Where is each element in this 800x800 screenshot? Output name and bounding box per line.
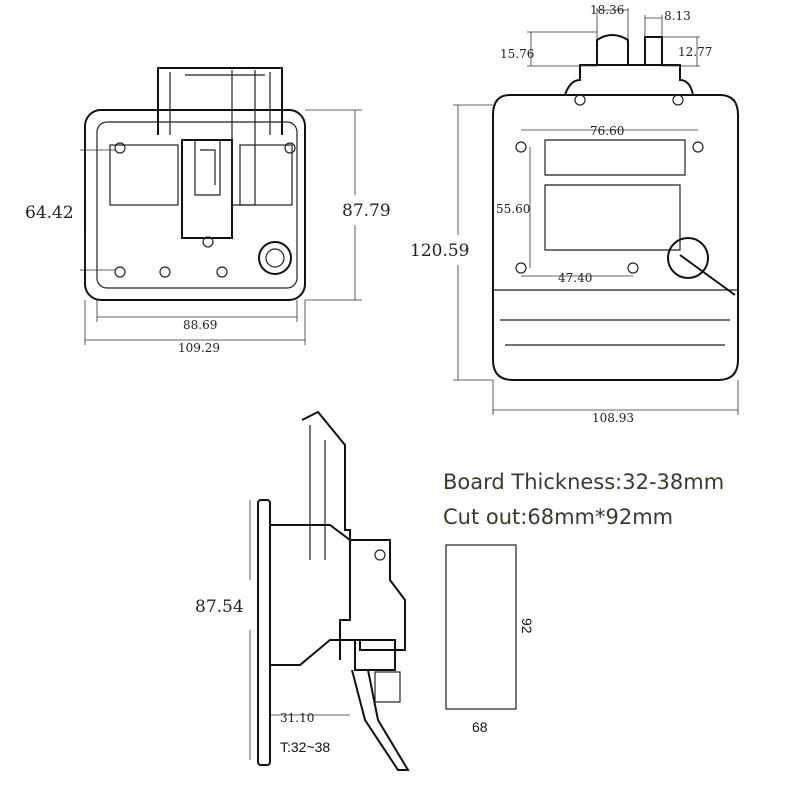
side-view: 87.54 31.10 T:32~38 — [195, 410, 410, 771]
dim-label-tab-height: 12.77 — [678, 45, 712, 59]
front-handle-detail — [194, 140, 221, 196]
front-handle — [181, 139, 233, 239]
dim-line-109-29 — [84, 300, 306, 345]
side-lock-cylinder — [354, 639, 396, 671]
dim-label-hole-span-bottom: 47.40 — [558, 271, 592, 285]
dim-label-knob-height: 15.76 — [500, 47, 534, 61]
dim-label-hole-span-vertical: 55.60 — [496, 202, 530, 216]
rear-lower-lines — [493, 289, 738, 346]
dim-line-88-69 — [96, 300, 298, 322]
cutout-rectangle — [445, 544, 517, 710]
dim-label-side-height: 87.54 — [195, 597, 244, 617]
side-lock-knurl — [374, 671, 401, 703]
dim-label-tab-width: 8.13 — [664, 9, 691, 23]
rear-top-housing — [564, 64, 694, 96]
rear-mechanism — [544, 139, 686, 251]
side-housing-detail — [309, 425, 326, 560]
front-top-housing — [157, 67, 283, 135]
rear-cam-arm — [679, 254, 736, 296]
front-lock-cylinder — [258, 241, 292, 275]
dim-line-64-42 — [80, 149, 115, 271]
rear-view: 18.36 8.13 15.76 12.77 76.60 55.60 47.40… — [410, 3, 739, 425]
front-paddle — [231, 70, 256, 206]
front-screw-holes — [114, 142, 296, 278]
cutout-height-label: 92 — [519, 618, 535, 634]
dim-line-18-36 — [596, 8, 629, 40]
dim-label-outer-height: 87.79 — [342, 201, 391, 221]
front-view: 64.42 87.79 88.69 109.29 — [25, 67, 391, 355]
dim-line-12-77 — [662, 36, 700, 67]
cutout-diagram: 92 68 — [445, 544, 535, 735]
dim-label-height: 120.59 — [410, 241, 469, 261]
dim-label-side-depth: 31.10 — [280, 711, 314, 725]
front-inner-recess — [96, 121, 298, 289]
rear-lock-cylinder — [667, 237, 709, 279]
front-lock-core — [265, 248, 285, 268]
dim-label-inner-width: 88.69 — [183, 318, 217, 332]
side-lever — [351, 669, 410, 771]
dim-line-108-93 — [492, 380, 739, 415]
board-thickness-note: Board Thickness:32-38mm — [443, 470, 724, 494]
cut-out-note: Cut out:68mm*92mm — [443, 505, 673, 529]
side-screw — [374, 549, 386, 561]
front-outer-flange — [84, 109, 306, 301]
front-right-pocket — [239, 144, 293, 206]
rear-screw-holes — [515, 94, 704, 274]
rear-body — [492, 94, 739, 381]
side-body — [270, 524, 406, 666]
dim-label-outer-width: 109.29 — [178, 341, 220, 355]
dim-line-120-59 — [453, 104, 493, 381]
dim-label-width: 108.93 — [592, 411, 634, 425]
dim-line-15-76 — [527, 31, 597, 67]
rear-tab — [644, 36, 663, 66]
side-top-housing — [301, 410, 351, 660]
cutout-width-label: 68 — [472, 719, 488, 735]
thickness-label: T:32~38 — [280, 739, 330, 755]
rear-knob — [596, 34, 629, 65]
side-flange — [257, 499, 271, 766]
dim-label-hole-span-top: 76.60 — [590, 124, 624, 138]
dim-label-knob-width: 18.36 — [590, 3, 624, 17]
dim-line-87-79 — [305, 109, 362, 301]
front-housing-detail — [169, 72, 271, 135]
dim-label-inner-height: 64.42 — [25, 203, 74, 223]
front-left-pocket — [109, 144, 179, 206]
dim-line-8-13 — [644, 15, 663, 37]
